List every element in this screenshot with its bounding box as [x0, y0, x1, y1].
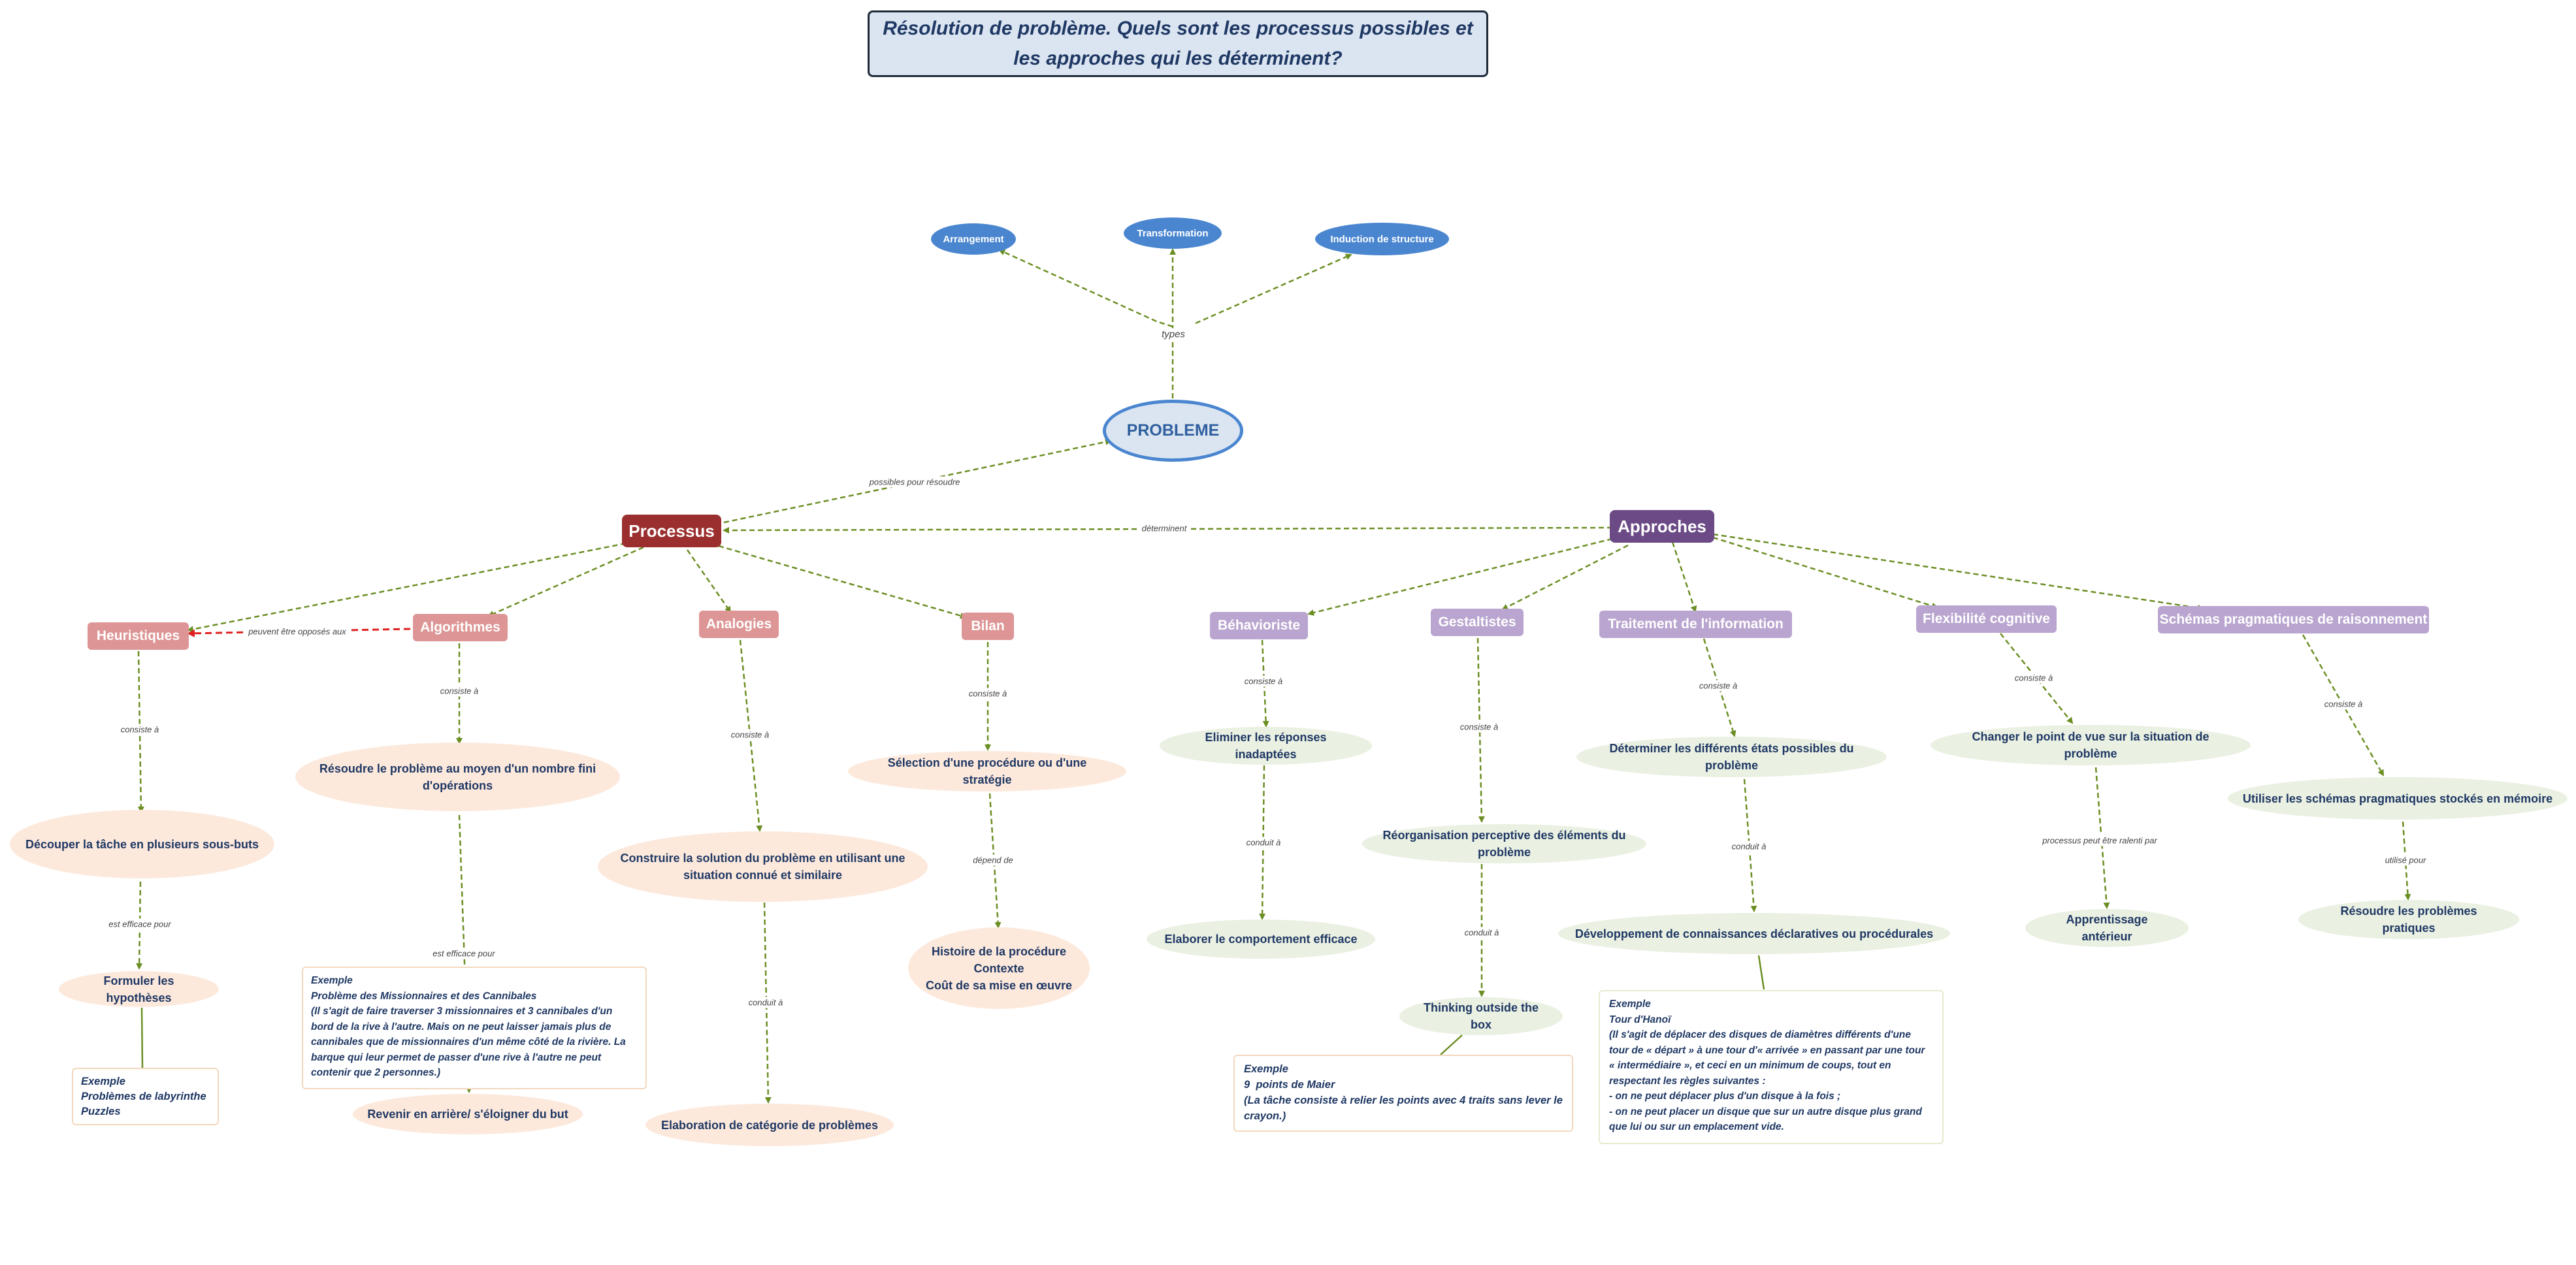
- example-labyrinthe-line: Exemple: [81, 1076, 125, 1087]
- label-bilan-consiste: consiste à: [966, 688, 1009, 699]
- type-arrangement[interactable]: Arrangement: [931, 223, 1016, 255]
- example-hanoi-line: - on ne peut déplacer plus d'un disque à…: [1609, 1091, 1841, 1102]
- changer-node[interactable]: Changer le point de vue sur la situation…: [1931, 725, 2251, 765]
- formuler-node[interactable]: Formuler les hypothèses: [59, 971, 219, 1007]
- example-missionnaires-line: (Il s'agit de faire traverser 3 missionn…: [311, 1006, 629, 1078]
- example-maier-line: 9 points de Maier: [1244, 1079, 1335, 1091]
- example-maier-box: Exemple 9 points de Maier (La tâche cons…: [1233, 1055, 1573, 1132]
- example-hanoi-line: Exemple: [1609, 999, 1651, 1010]
- resoudre-pratiques-node[interactable]: Résoudre les problèmes pratiques: [2298, 900, 2519, 939]
- edge-algorithmes-heuristiques: [187, 628, 411, 637]
- label-schemas-utilise: utilisé pour: [2383, 854, 2428, 866]
- eliminer-node[interactable]: Eliminer les réponses inadaptées: [1160, 727, 1372, 765]
- example-missionnaires-line: Problème des Missionnaires et des Cannib…: [311, 990, 537, 1002]
- edge-types-induction: [1195, 253, 1352, 325]
- label-algo-efficace: est efficace pour: [431, 948, 497, 959]
- example-missionnaires-box: Exemple Problème des Missionnaires et de…: [302, 967, 647, 1089]
- label-behav-conduit: conduit à: [1244, 837, 1283, 848]
- edge-types-arrangement: [998, 249, 1173, 328]
- developpement-node[interactable]: Développement de connaissances déclarati…: [1558, 913, 1950, 954]
- label-flex-consiste: consiste à: [2012, 672, 2055, 684]
- label-analog-conduit: conduit à: [746, 997, 785, 1008]
- edge-selection-histoire: [988, 793, 1002, 929]
- elaborer-node[interactable]: Elaborer le comportement efficace: [1147, 920, 1375, 959]
- link-thinking-example: [1440, 1034, 1463, 1055]
- schemas-node[interactable]: Schémas pragmatiques de raisonnement: [2158, 606, 2429, 633]
- label-schemas-consiste: consiste à: [2322, 698, 2365, 710]
- edge-processus-bilan: [718, 545, 967, 619]
- label-bilan-depend: dépend de: [971, 854, 1015, 866]
- flexibilite-node[interactable]: Flexibilité cognitive: [1916, 605, 2057, 633]
- edge-determiner-developpement: [1743, 778, 1757, 912]
- example-labyrinthe-box: Exemple Problèmes de labyrinthe Puzzles: [72, 1068, 219, 1125]
- analogies-node[interactable]: Analogies: [699, 611, 779, 638]
- label-gestalt-consiste: consiste à: [1458, 721, 1501, 733]
- label-gestalt-conduit: conduit à: [1462, 927, 1501, 938]
- edge-flexibilite-changer: [2000, 633, 2074, 724]
- example-hanoi-line: (Il s'agit de déplacer des disques de di…: [1609, 1029, 1928, 1087]
- histoire-node[interactable]: Histoire de la procédure Contexte Coût d…: [908, 927, 1090, 1009]
- approches-node[interactable]: Approches: [1610, 510, 1714, 543]
- page-title: Résolution de problème. Quels sont les p…: [868, 10, 1488, 77]
- processus-node[interactable]: Processus: [622, 515, 721, 547]
- thinking-node[interactable]: Thinking outside the box: [1399, 997, 1563, 1035]
- reorganisation-node[interactable]: Réorganisation perceptive des éléments d…: [1362, 824, 1646, 863]
- behavioriste-node[interactable]: Béhavioriste: [1210, 612, 1308, 639]
- revenir-node[interactable]: Revenir en arrière/ s'éloigner du but: [353, 1094, 583, 1134]
- label-trait-conduit: conduit à: [1729, 841, 1769, 852]
- traitement-node[interactable]: Traitement de l'information: [1599, 611, 1792, 638]
- example-maier-line: Exemple: [1244, 1063, 1288, 1075]
- label-analog-consiste: consiste à: [728, 729, 772, 741]
- label-algo-consiste: consiste à: [438, 685, 481, 697]
- decouper-node[interactable]: Découper la tâche en plusieurs sous-buts: [10, 810, 274, 878]
- label-heur-efficace: est efficace pour: [106, 918, 173, 930]
- algorithmes-node[interactable]: Algorithmes: [413, 614, 508, 641]
- bilan-node[interactable]: Bilan: [962, 613, 1014, 640]
- example-maier-line: (La tâche consiste à relier les points a…: [1244, 1095, 1566, 1122]
- edge-gestaltistes-reorganisation: [1476, 637, 1485, 823]
- problem-node[interactable]: PROBLEME: [1103, 400, 1243, 462]
- selection-node[interactable]: Sélection d'une procédure ou d'une strat…: [848, 751, 1126, 792]
- type-induction[interactable]: Induction de structure: [1315, 223, 1449, 255]
- gestaltistes-node[interactable]: Gestaltistes: [1431, 609, 1524, 636]
- label-possibles: possibles pour résoudre: [867, 476, 962, 488]
- edge-processus-analogies: [686, 549, 732, 613]
- resoudre-fini-node[interactable]: Résoudre le problème au moyen d'un nombr…: [295, 743, 620, 811]
- label-flex-ralenti: processus peut être ralenti par: [2040, 835, 2159, 846]
- example-hanoi-box: Exemple Tour d'Hanoï (Il s'agit de dépla…: [1599, 990, 1944, 1144]
- determiner-node[interactable]: Déterminer les différents états possible…: [1576, 737, 1887, 777]
- utiliser-node[interactable]: Utiliser les schémas pragmatiques stocké…: [2228, 777, 2568, 820]
- label-opposes: peuvent être opposés aux: [246, 626, 348, 637]
- label-types: types: [1160, 328, 1187, 341]
- edge-approches-gestaltistes: [1501, 544, 1629, 611]
- edge-processus-heuristiques: [187, 542, 627, 633]
- edge-approches-traitement: [1671, 541, 1697, 613]
- edge-approches-flexibilite: [1712, 536, 1938, 609]
- edge-processus-algorithmes: [487, 546, 644, 617]
- label-determinent: déterminent: [1139, 522, 1189, 534]
- link-developpement-example: [1757, 955, 1765, 990]
- example-labyrinthe-line: Problèmes de labyrinthe: [81, 1091, 206, 1102]
- elaboration-node[interactable]: Elaboration de catégorie de problèmes: [645, 1104, 894, 1146]
- example-hanoi-line: Tour d'Hanoï: [1609, 1014, 1671, 1025]
- label-trait-consiste: consiste à: [1697, 680, 1740, 692]
- example-hanoi-line: - on ne peut placer un disque que sur un…: [1609, 1106, 1925, 1133]
- type-transformation[interactable]: Transformation: [1124, 217, 1222, 249]
- example-missionnaires-line: Exemple: [311, 975, 353, 986]
- example-labyrinthe-line: Puzzles: [81, 1106, 121, 1117]
- construire-node[interactable]: Construire la solution du problème en ut…: [598, 831, 928, 902]
- edge-approches-behavioriste: [1307, 537, 1613, 616]
- label-heur-consiste: consiste à: [118, 724, 161, 735]
- edge-approches-schemas: [1712, 533, 2204, 611]
- apprentissage-node[interactable]: Apprentissage antérieur: [2025, 909, 2189, 947]
- label-behav-consiste: consiste à: [1242, 675, 1285, 687]
- heuristiques-node[interactable]: Heuristiques: [88, 622, 189, 650]
